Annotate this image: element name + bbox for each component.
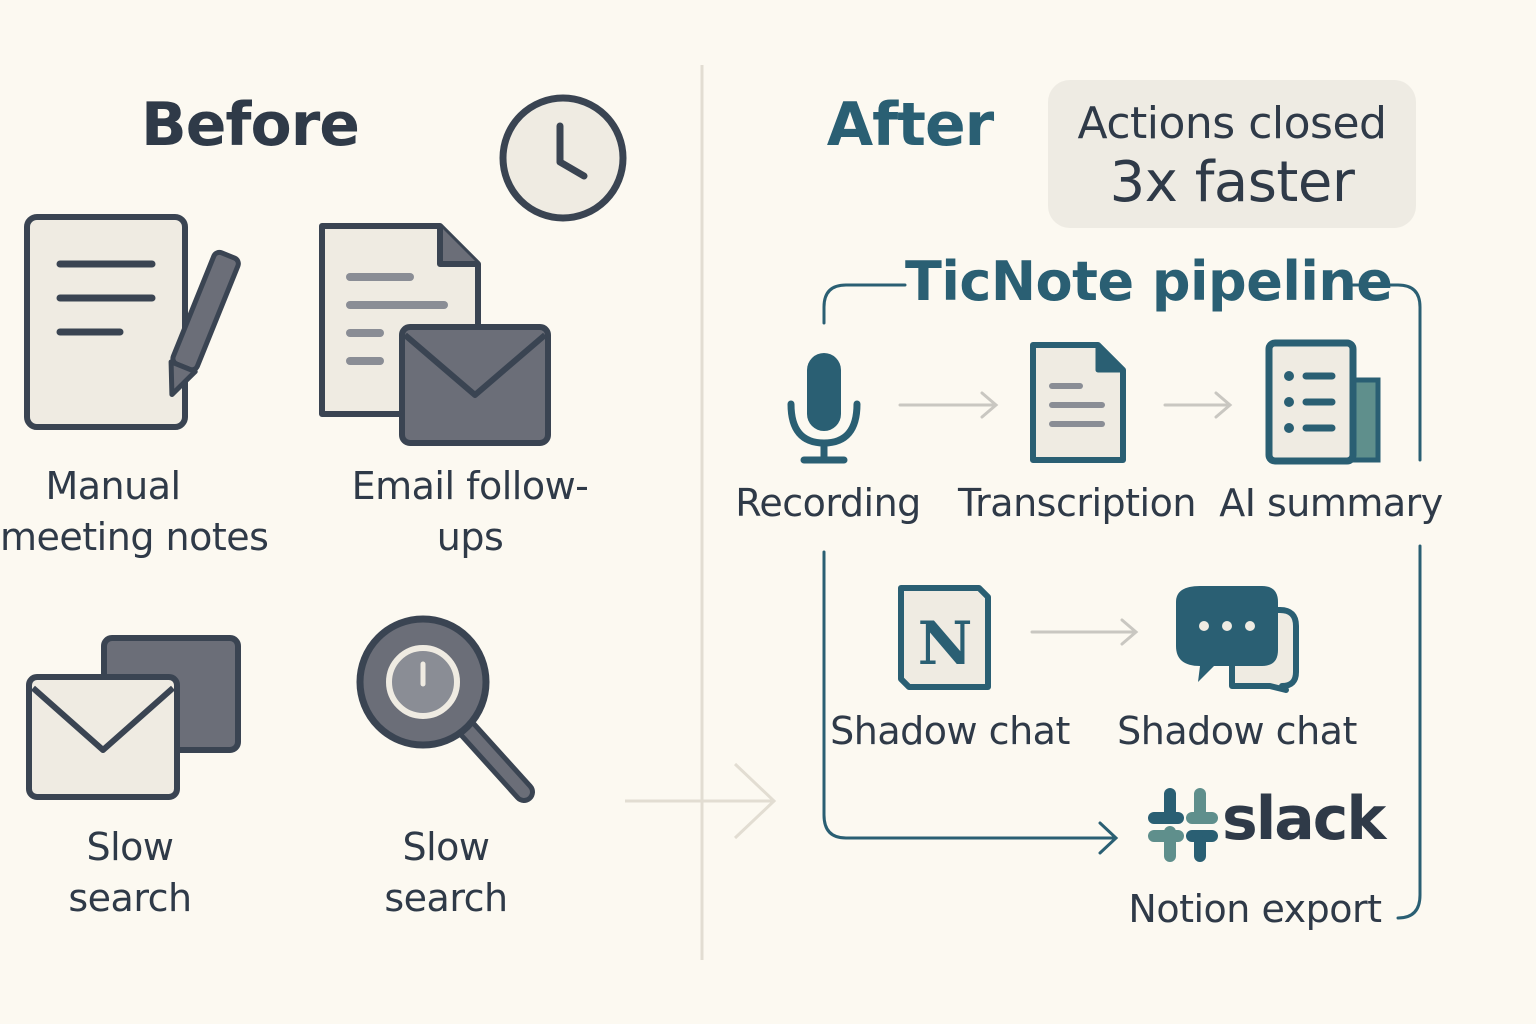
step-transcription-label: Transcription	[958, 481, 1196, 525]
chat-bubbles-icon	[1176, 586, 1299, 693]
step-shadow-chat-1-label: Shadow chat	[830, 709, 1070, 753]
step-ai-summary-label: AI summary	[1219, 481, 1443, 525]
flow-arrow-3	[1030, 618, 1139, 646]
pipeline-title: TicNote pipeline	[905, 250, 1393, 313]
step-recording-label: Recording	[735, 481, 921, 525]
before-item-4-line2: search	[384, 876, 508, 920]
before-item-3-line2: search	[68, 876, 192, 920]
notepad-pencil-icon	[24, 214, 241, 430]
before-item-1-line1: Manual	[45, 464, 181, 508]
before-item-3-line1: Slow	[86, 825, 174, 869]
before-title: Before	[140, 90, 360, 160]
result-badge	[1048, 80, 1416, 228]
flow-arrow-2	[1163, 391, 1233, 419]
slack-wordmark: slack	[1222, 784, 1386, 854]
before-item-2-line1: Email follow-	[351, 464, 589, 508]
badge-line2: 3x faster	[1109, 150, 1355, 215]
badge-line1: Actions closed	[1077, 98, 1387, 149]
before-item-2-line2: ups	[436, 515, 504, 559]
step-notion-export-label: Notion export	[1128, 887, 1382, 931]
before-item-4-line1: Slow	[402, 825, 490, 869]
summary-list-icon	[1265, 339, 1381, 465]
document-envelope-icon	[319, 223, 551, 446]
magnifier-clock-icon	[356, 615, 535, 803]
pipeline-bracket	[822, 283, 1422, 920]
notion-icon: N	[898, 585, 991, 690]
after-title: After	[826, 90, 995, 160]
before-item-1-line2: meeting notes	[0, 515, 269, 559]
step-shadow-chat-2-label: Shadow chat	[1117, 709, 1357, 753]
transcript-document-icon	[1030, 342, 1126, 463]
clock-icon	[499, 94, 627, 222]
transition-arrow	[625, 762, 777, 840]
svg-text:N: N	[918, 609, 973, 679]
envelopes-icon	[26, 635, 241, 800]
microphone-icon	[787, 353, 861, 464]
slack-logo-icon	[1148, 788, 1218, 862]
flow-arrow-1	[898, 391, 999, 419]
